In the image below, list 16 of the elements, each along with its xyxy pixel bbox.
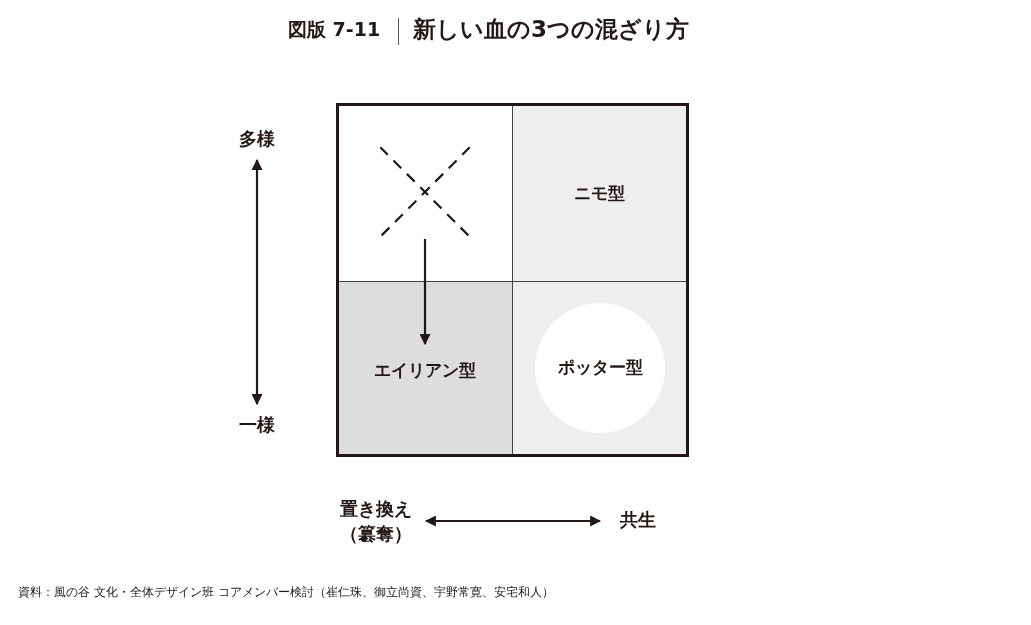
circle-label: ポッター型 [535,303,665,433]
quadrant-cell [339,106,512,281]
axis-label: 共生 [600,504,676,536]
arrow [419,239,431,346]
axis-label: 置き換え（簒奪） [326,493,426,549]
axis-label: 多様 [227,120,287,158]
source-caption: 資料：風の谷 文化・全体デザイン班 コアメンバー検討（崔仁珠、御立尚資、宇野常寛、安宅和人） [18,584,554,601]
quadrant-cell: ニモ型 [513,106,686,281]
quadrant-cell [339,282,512,454]
figure-number: 図版 7-11 [288,17,381,42]
axis-label: エイリアン型 [345,344,505,394]
arrow [251,158,263,406]
axis-label: 一様 [227,404,287,446]
quadrant-cell [513,282,686,454]
title: 新しい血の3つの混ざり方 [413,15,689,44]
arrow [424,515,602,527]
